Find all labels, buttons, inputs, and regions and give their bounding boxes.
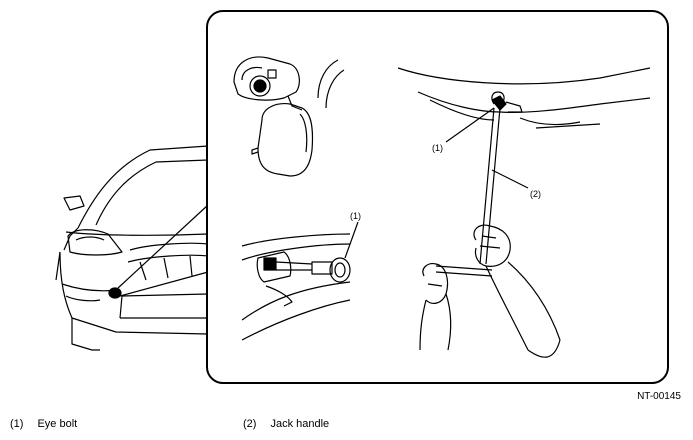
legend-item-jack-handle: (2) Jack handle bbox=[243, 418, 329, 430]
callout-eye-bolt-top: (1) bbox=[432, 143, 443, 153]
figure-reference-code: NT-00145 bbox=[637, 391, 681, 402]
zoom-leader-lines bbox=[117, 204, 209, 297]
legend-number: (1) bbox=[10, 418, 24, 430]
callout-eye-bolt-bottom: (1) bbox=[350, 211, 361, 221]
eye-bolt-installed-detail bbox=[241, 221, 359, 341]
callout-jack-handle: (2) bbox=[530, 189, 541, 199]
legend-label: Eye bolt bbox=[37, 418, 78, 430]
legend-label: Jack handle bbox=[270, 418, 330, 430]
detail-frame bbox=[206, 10, 669, 384]
legend-item-eye-bolt: (1) Eye bolt bbox=[10, 418, 77, 430]
car-front-view bbox=[55, 145, 209, 351]
legend-number: (2) bbox=[243, 418, 257, 430]
jack-handle-detail bbox=[397, 67, 651, 358]
bumper-cover-detail bbox=[233, 56, 345, 177]
